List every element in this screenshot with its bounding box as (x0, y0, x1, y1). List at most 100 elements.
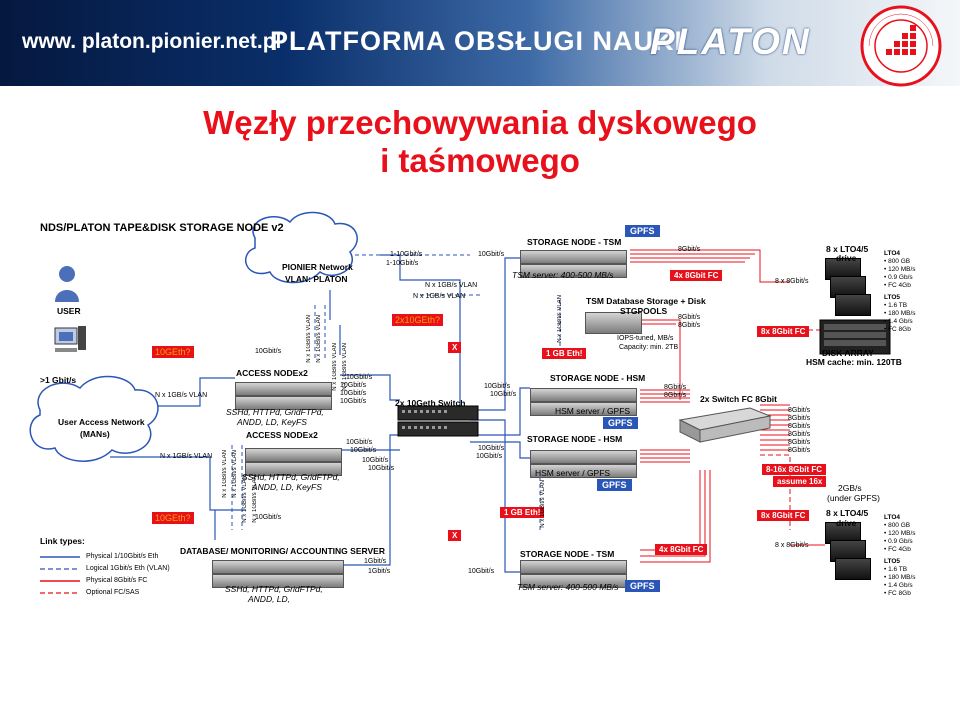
tsm-database-storage (585, 312, 642, 334)
slide-title-line2: i taśmowego (380, 142, 580, 179)
gpfs-badge: GPFS (625, 225, 660, 237)
legend-item: Optional FC/SAS (86, 589, 140, 596)
computer-icon (54, 326, 86, 352)
link-vlan: N x 1GB/s VLAN (155, 392, 208, 399)
lto4-specs-bottom: LTO4 • 800 GB • 120 MB/s • 0.9 Gb/s • FC… (884, 514, 916, 554)
lto4-spec: • FC 4Gb (884, 282, 911, 289)
lto4-title: LTO4 (884, 250, 901, 257)
link-10g: 10Gbit/s (346, 439, 373, 446)
hsm-storage-server-1 (530, 388, 637, 402)
bandwidth-label: >1 Gbit/s (40, 375, 77, 385)
switch-label: 2x 10Geth Switch (395, 398, 466, 408)
tsm-server-2: TSM server: 400-500 MB/s (517, 582, 619, 592)
lto4-title: LTO4 (884, 514, 901, 521)
tape-drive (835, 558, 871, 580)
hsm-storage-server-1b (530, 402, 637, 416)
lto5-spec: • 180 MB/s (884, 310, 916, 317)
vertical-vlan-label: N x 1GBit/s VLAN (242, 475, 248, 523)
fc-8x-label-2: 8 x 8Gbit/s (775, 542, 809, 549)
db-services-a: SSHd, HTTPd, GridFTPd, (225, 584, 323, 594)
iops-label: IOPS-tuned, MB/s (617, 335, 674, 342)
hsm-cache-label: HSM cache: min. 120TB (806, 357, 902, 367)
gpfs-badge: GPFS (597, 479, 632, 491)
db-services-b: ANDD, LD, (248, 594, 291, 604)
access-services-1a: SSHd, HTTPd, GridFTPd, (226, 407, 324, 417)
gpfs-badge: GPFS (625, 580, 660, 592)
fc-8x-label-1: 8 x 8Gbit/s (775, 278, 809, 285)
link-10g: 10Gbit/s (340, 382, 367, 389)
uan-label: User Access Network (58, 417, 145, 427)
lto5-spec: • 1.4 Gb/s (884, 582, 913, 589)
storage-hsm-title-1: STORAGE NODE - HSM (550, 373, 646, 383)
fc-link-label: 8Gbit/s (788, 431, 811, 438)
fc-8-16x-badge: 8-16x 8Gbit FC (762, 464, 827, 475)
legend-item: Physical 8Gbit/s FC (86, 577, 148, 584)
link-10g: 10Gbit/s (368, 465, 395, 472)
disk-array-title: DISK ARRAY (822, 348, 874, 358)
under-gpfs-label: (under GPFS) (827, 493, 880, 503)
fc-link-label: 8Gbit/s (788, 423, 811, 430)
lto-drive-2: 8 x LTO4/5 (826, 508, 869, 518)
lto-drive-1: 8 x LTO4/5 (826, 244, 869, 254)
link-10g: 10Gbit/s (340, 398, 367, 405)
vertical-vlan-label: N x 1GBit/s VLAN (306, 315, 312, 363)
lto4-spec: • 800 GB (884, 258, 911, 265)
hsm-server-2: HSM server / GPFS (535, 468, 611, 478)
cloud-shapes (29, 211, 358, 462)
access-node-title-1: ACCESS NODEx2 (236, 368, 308, 378)
lto5-specs-top: LTO5 • 1.6 TB • 180 MB/s • 1.4 Gb/s • FC… (884, 294, 916, 334)
gbps2-label: 2GB/s (838, 483, 862, 493)
vertical-vlan-label: N x 1GBit/s VLAN (232, 450, 238, 498)
one-gb-eth-badge-1: 1 GB Eth! (542, 348, 587, 359)
lto-drive-2b: drive (836, 518, 857, 528)
one-gb-eth-badge-2: 1 GB Eth! (500, 507, 545, 518)
vertical-vlan-label: N x 1GBit/s VLAN (557, 295, 563, 343)
tape-drive (835, 294, 871, 316)
gpfs-badge: GPFS (603, 417, 638, 429)
diagram-links (29, 211, 891, 594)
storage-tsm-title-1: STORAGE NODE - TSM (527, 237, 622, 247)
lto5-spec: • 1.6 TB (884, 302, 908, 309)
hsm-storage-server-2b (530, 464, 637, 478)
lto5-title: LTO5 (884, 294, 901, 301)
pionier-seal-logo (860, 5, 942, 87)
slide-title-line1: Węzły przechowywania dyskowego (203, 104, 757, 141)
fc-link-label: 8Gbit/s (788, 439, 811, 446)
link-1-10g: 1-10Gbit/s (390, 251, 423, 258)
vertical-vlan-label: N x 1GBit/s VLAN (342, 343, 348, 391)
header-url[interactable]: www. platon.pionier.net.pl (22, 30, 282, 53)
two-tengeth-question: 2x10GEth? (392, 314, 444, 326)
access-node-title-2: ACCESS NODEx2 (246, 430, 318, 440)
x-mark-2: X (448, 530, 462, 541)
user-label: USER (57, 306, 81, 316)
access-node-server-2b (245, 462, 342, 476)
assume-16x-badge: assume 16x (773, 476, 827, 487)
pionier-vlan-label: VLAN: PLATON (285, 274, 348, 284)
lto4-spec: • 120 MB/s (884, 266, 916, 273)
link-1g: 1Gbit/s (368, 568, 391, 575)
tsm-storage-server-2 (520, 560, 627, 574)
header-program-title: PLATFORMA OBSŁUGI NAUKI (270, 26, 683, 56)
lto4-spec: • 800 GB (884, 522, 911, 529)
lto4-specs-top: LTO4 • 800 GB • 120 MB/s • 0.9 Gb/s • FC… (884, 250, 916, 290)
storage-node-diagram: NDS/PLATON TAPE&DISK STORAGE NODE v2 USE… (0, 210, 960, 716)
lto5-spec: • 1.6 TB (884, 566, 908, 573)
link-vlan: N x 1GB/s VLAN (160, 453, 213, 460)
header-banner: www. platon.pionier.net.pl PLATFORMA OBS… (0, 0, 960, 87)
link-10g: 10Gbit/s (468, 568, 495, 575)
diagram-heading: NDS/PLATON TAPE&DISK STORAGE NODE v2 (40, 222, 284, 234)
link-10g: 10Gbit/s (478, 251, 505, 258)
fc-switch-label: 2x Switch FC 8Gbit (700, 394, 777, 404)
fc-link-label: 8Gbit/s (678, 246, 701, 253)
fc-8x-badge-2: 8x 8Gbit FC (757, 510, 810, 521)
link-10g: 10Gbit/s (484, 383, 511, 390)
uan-label-2: (MANs) (80, 429, 110, 439)
link-10g: 10Gbit/s (490, 391, 517, 398)
access-services-2b: ANDD, LD, KeyFS (252, 482, 322, 492)
legend-item: Physical 1/10Gbit/s Eth (86, 553, 159, 560)
db-server-title: DATABASE/ MONITORING/ ACCOUNTING SERVER (180, 546, 385, 556)
tengeth-question-1: 10GEth? (152, 346, 194, 358)
access-services-2a: SSHd, HTTPd, GridFTPd, (242, 472, 340, 482)
capacity-label: Capacity: min. 2TB (619, 344, 679, 351)
lto4-spec: • FC 4Gb (884, 546, 911, 553)
